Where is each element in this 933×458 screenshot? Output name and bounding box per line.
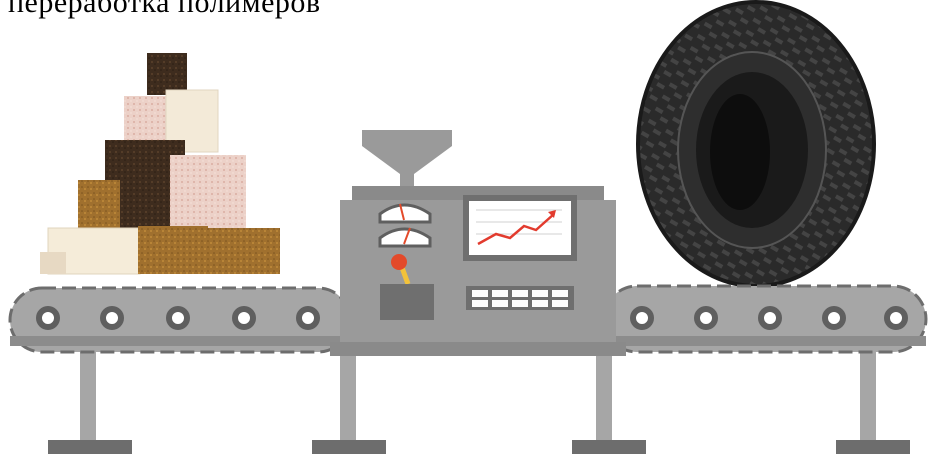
growth-chart-icon (466, 198, 574, 258)
processing-machine (330, 130, 626, 356)
conveyor-legs (48, 350, 910, 454)
truck-tire-illustration (638, 2, 874, 286)
rubber-blocks-stack-illustration (40, 53, 280, 274)
control-keypad (466, 286, 574, 310)
machine-hatch (380, 284, 434, 320)
